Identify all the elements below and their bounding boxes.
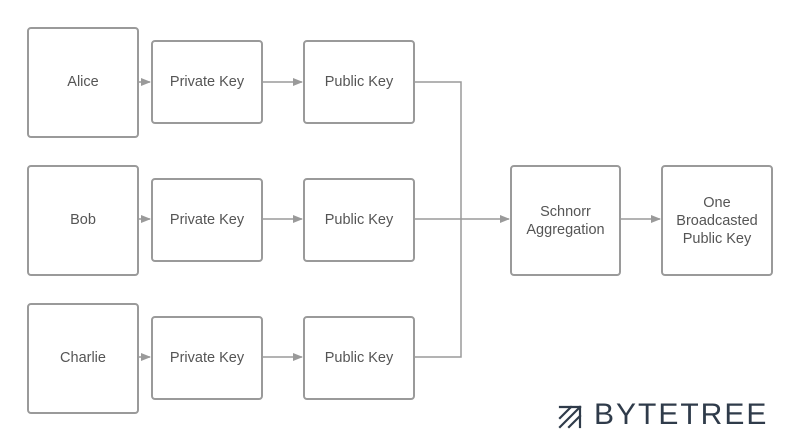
public-key-box: Public Key	[303, 178, 415, 262]
private-key-box: Private Key	[151, 40, 263, 124]
private-key-label: Private Key	[169, 350, 245, 366]
output-line1: One	[703, 194, 731, 211]
public-key-label: Public Key	[324, 350, 394, 366]
brand-name: BYTETREE	[594, 398, 769, 431]
bytetree-brand: BYTETREE	[558, 398, 768, 432]
private-key-label: Private Key	[169, 74, 245, 90]
aggregation-line2: Aggregation	[526, 221, 605, 238]
schnorr-aggregation-box: Schnorr Aggregation	[510, 165, 621, 276]
person-label: Alice	[67, 74, 99, 90]
person-box-charlie: Charlie	[27, 303, 139, 414]
broadcasted-public-key-box: One Broadcasted Public Key	[661, 165, 773, 276]
private-key-label: Private Key	[169, 212, 245, 228]
person-box-bob: Bob	[27, 165, 139, 276]
person-label: Bob	[70, 212, 96, 228]
bytetree-logo-icon	[558, 405, 582, 429]
public-key-box: Public Key	[303, 316, 415, 400]
merge-line-top	[414, 81, 462, 219]
private-key-box: Private Key	[151, 178, 263, 262]
output-line3: Public Key	[682, 230, 752, 247]
person-box-alice: Alice	[27, 27, 139, 138]
private-key-box: Private Key	[151, 316, 263, 400]
aggregation-line1: Schnorr	[540, 203, 591, 220]
public-key-label: Public Key	[324, 212, 394, 228]
output-line2: Broadcasted	[676, 212, 758, 229]
person-label: Charlie	[60, 350, 106, 366]
public-key-box: Public Key	[303, 40, 415, 124]
merge-line-bottom	[414, 219, 462, 358]
public-key-label: Public Key	[324, 74, 394, 90]
